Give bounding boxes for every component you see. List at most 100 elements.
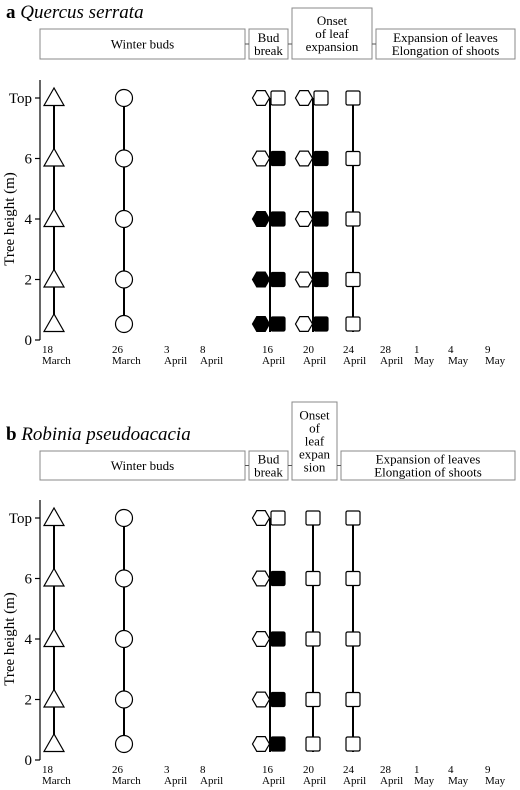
x-tick-day: 8: [200, 764, 206, 776]
triangle-marker: [42, 732, 66, 753]
hexagon-marker: [251, 570, 271, 587]
hexagon-marker: [294, 90, 314, 106]
panel-letter: a: [6, 2, 20, 23]
x-tick-day: 28: [380, 764, 392, 776]
x-tick-month: April: [164, 355, 187, 367]
y-tick-label: Top: [9, 91, 32, 107]
y-tick-label: Top: [9, 511, 32, 527]
x-tick-day: 24: [343, 764, 355, 776]
x-tick-month: April: [380, 355, 403, 367]
square-marker: [270, 90, 286, 106]
x-tick-month: May: [448, 775, 469, 787]
square-marker: [313, 211, 329, 227]
circle-marker: [114, 314, 134, 334]
square-marker: [305, 736, 321, 752]
hexagon-marker: [294, 150, 314, 167]
square-marker: [345, 271, 361, 288]
triangle-marker: [42, 627, 66, 648]
x-tick-day: 8: [200, 344, 206, 356]
panel-letter: b: [6, 424, 21, 445]
stage-label: of leaf: [315, 26, 349, 41]
stage-label: Bud: [258, 30, 280, 45]
square-marker: [345, 510, 361, 526]
stage-label: Winter buds: [111, 458, 174, 473]
x-tick-day: 26: [112, 764, 124, 776]
square-marker: [345, 90, 361, 106]
x-tick-month: May: [485, 355, 506, 367]
x-tick-month: March: [42, 355, 71, 367]
panel-title: a Quercus serrata: [6, 2, 144, 23]
y-axis-label: Tree height (m): [2, 172, 18, 266]
x-tick-month: May: [448, 355, 469, 367]
circle-marker: [114, 690, 134, 709]
stage-label: Onset: [317, 13, 348, 28]
hexagon-marker: [251, 271, 271, 288]
square-marker: [305, 510, 321, 526]
square-marker: [270, 271, 286, 288]
y-tick-label: 2: [25, 273, 33, 289]
panel-title: b Robinia pseudoacacia: [6, 424, 191, 445]
x-tick-day: 9: [485, 344, 491, 356]
stage-label: Elongation of shoots: [374, 465, 482, 480]
x-tick-day: 26: [112, 344, 124, 356]
x-tick-month: April: [303, 355, 326, 367]
triangle-marker: [42, 567, 66, 587]
hexagon-marker: [251, 316, 271, 332]
hexagon-marker: [251, 90, 271, 106]
species-name: Robinia pseudoacacia: [20, 424, 190, 445]
x-tick-month: May: [414, 775, 435, 787]
square-marker: [345, 691, 361, 708]
x-tick-day: 3: [164, 344, 170, 356]
x-tick-day: 18: [42, 764, 54, 776]
stage-label: Onset: [299, 408, 330, 423]
triangle-marker: [42, 86, 66, 107]
square-marker: [345, 211, 361, 227]
x-tick-month: May: [414, 355, 435, 367]
stage-label: sion: [304, 460, 326, 475]
circle-marker: [114, 629, 134, 649]
square-marker: [270, 631, 286, 647]
stage-label: of: [309, 421, 321, 436]
hexagon-marker: [251, 510, 271, 526]
hexagon-marker: [251, 150, 271, 167]
x-tick-month: April: [303, 775, 326, 787]
circle-marker: [114, 734, 134, 754]
x-tick-month: April: [343, 775, 366, 787]
x-tick-day: 16: [262, 764, 274, 776]
square-marker: [270, 736, 286, 752]
x-tick-month: March: [42, 775, 71, 787]
y-axis-label: Tree height (m): [2, 592, 18, 686]
stage-label: break: [254, 465, 283, 480]
x-tick-day: 1: [414, 344, 420, 356]
y-tick-label: 4: [25, 632, 33, 648]
circle-marker: [114, 569, 134, 588]
species-name: Quercus serrata: [20, 2, 143, 23]
x-tick-month: April: [262, 355, 285, 367]
stage-label: Expansion of leaves: [376, 452, 481, 467]
x-tick-day: 28: [380, 344, 392, 356]
triangle-marker: [42, 147, 66, 167]
stage-label: Expansion of leaves: [393, 30, 498, 45]
x-tick-day: 3: [164, 764, 170, 776]
hexagon-marker: [251, 736, 271, 752]
square-marker: [305, 631, 321, 647]
stage-label: leaf: [305, 434, 325, 449]
stage-label: Elongation of shoots: [392, 43, 500, 58]
x-tick-day: 1: [414, 764, 420, 776]
square-marker: [305, 691, 321, 708]
stage-box: [39, 450, 246, 481]
stage-box: [375, 28, 516, 60]
x-tick-day: 20: [303, 764, 315, 776]
y-tick-label: 6: [25, 152, 33, 168]
square-marker: [270, 570, 286, 587]
x-tick-month: March: [112, 355, 141, 367]
square-marker: [313, 316, 329, 332]
stage-label: break: [254, 43, 283, 58]
triangle-marker: [42, 688, 66, 708]
circle-marker: [114, 88, 134, 108]
y-tick-label: 2: [25, 693, 33, 709]
square-marker: [345, 150, 361, 167]
stage-label: Bud: [258, 452, 280, 467]
square-marker: [270, 691, 286, 708]
